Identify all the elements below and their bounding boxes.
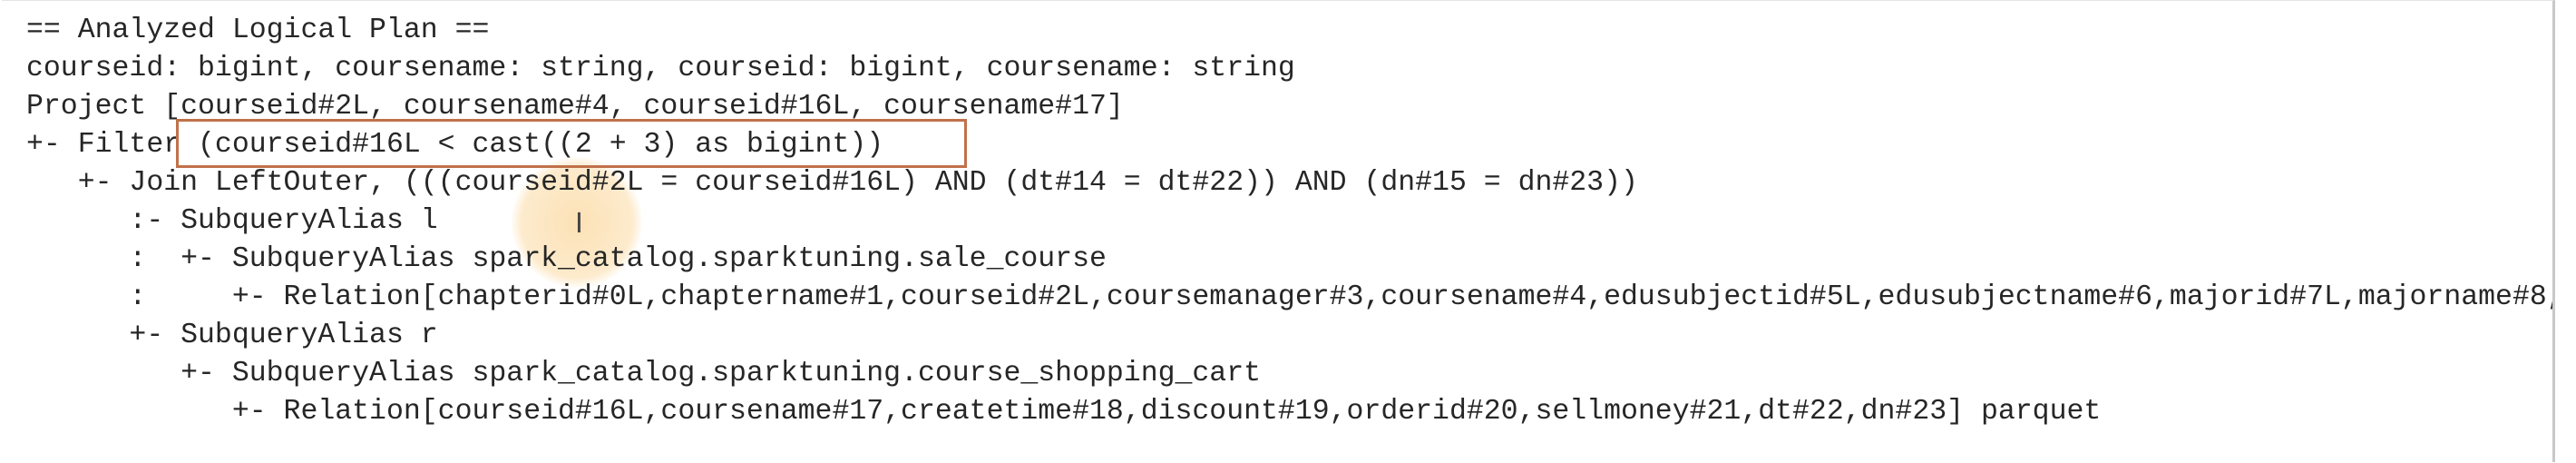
analyzed-logical-plan: == Analyzed Logical Plan == courseid: big… (26, 12, 2555, 431)
plan-relation-cart-line: +- Relation[courseid#16L,coursename#17,c… (26, 396, 2102, 428)
plan-filter-line: +- Filter (courseid#16L < cast((2 + 3) a… (26, 129, 884, 161)
plan-subquery-l-line: :- SubqueryAlias l (26, 205, 438, 237)
cursor-highlight-circle (512, 157, 642, 288)
plan-subquery-r-line: +- SubqueryAlias r (26, 320, 438, 351)
plan-subquery-cart-line: +- SubqueryAlias spark_catalog.sparktuni… (26, 358, 1262, 389)
text-cursor-icon: I (575, 208, 583, 240)
filter-condition-highlight-box (176, 119, 967, 168)
plan-header: == Analyzed Logical Plan == (26, 15, 490, 46)
plan-subquery-sale-course-line: : +- SubqueryAlias spark_catalog.sparktu… (26, 243, 1107, 275)
plan-schema-line: courseid: bigint, coursename: string, co… (26, 53, 1295, 84)
plan-project-line: Project [courseid#2L, coursename#4, cour… (26, 91, 1124, 123)
plan-relation-sale-course-line: : +- Relation[chapterid#0L,chaptername#1… (26, 281, 2555, 313)
plan-join-line: +- Join LeftOuter, (((courseid#2L = cour… (26, 167, 1638, 199)
